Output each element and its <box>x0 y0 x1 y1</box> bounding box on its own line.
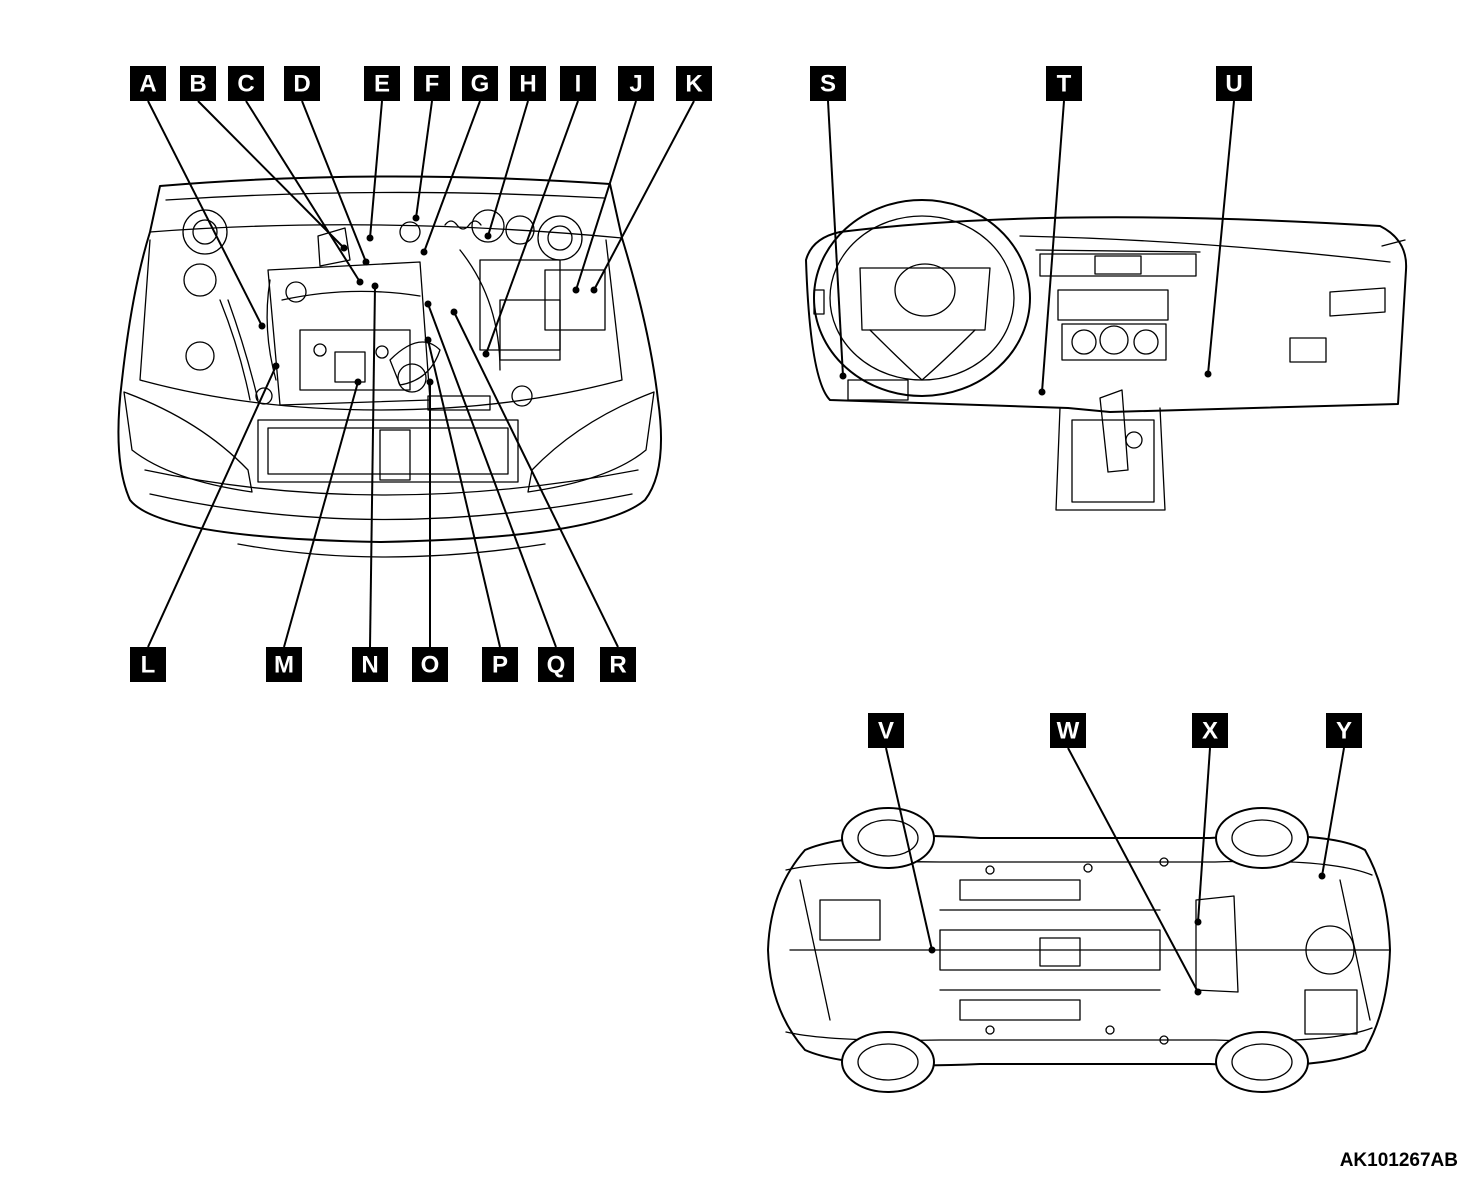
label-I: I <box>560 66 596 101</box>
label-M: M <box>266 647 302 682</box>
svg-text:H: H <box>519 71 536 98</box>
svg-text:F: F <box>425 71 440 98</box>
svg-text:T: T <box>1057 71 1072 98</box>
svg-text:I: I <box>575 71 582 98</box>
svg-text:Y: Y <box>1336 718 1352 745</box>
svg-text:C: C <box>237 71 254 98</box>
label-Q: Q <box>538 647 574 682</box>
svg-text:J: J <box>629 71 642 98</box>
label-Y: Y <box>1326 713 1362 748</box>
svg-text:K: K <box>685 71 703 98</box>
label-R: R <box>600 647 636 682</box>
svg-text:Q: Q <box>547 652 566 679</box>
label-E: E <box>364 66 400 101</box>
label-D: D <box>284 66 320 101</box>
svg-text:G: G <box>471 71 490 98</box>
label-K: K <box>676 66 712 101</box>
underbody-illustration <box>767 807 1391 1093</box>
svg-text:W: W <box>1057 718 1080 745</box>
svg-text:B: B <box>189 71 206 98</box>
svg-text:A: A <box>139 71 156 98</box>
engine-compartment-illustration <box>117 175 662 558</box>
label-L: L <box>130 647 166 682</box>
svg-text:X: X <box>1202 718 1218 745</box>
svg-text:E: E <box>374 71 390 98</box>
leader-lines <box>147 100 1345 996</box>
svg-text:N: N <box>361 652 378 679</box>
svg-text:P: P <box>492 652 508 679</box>
svg-text:L: L <box>141 652 156 679</box>
label-A: A <box>130 66 166 101</box>
svg-text:S: S <box>820 71 836 98</box>
svg-text:D: D <box>293 71 310 98</box>
reference-code: AK101267AB <box>1339 1150 1458 1171</box>
label-B: B <box>180 66 216 101</box>
label-V: V <box>868 713 904 748</box>
label-U: U <box>1216 66 1252 101</box>
label-P: P <box>482 647 518 682</box>
label-F: F <box>414 66 450 101</box>
label-H: H <box>510 66 546 101</box>
label-S: S <box>810 66 846 101</box>
label-O: O <box>412 647 448 682</box>
label-W: W <box>1050 713 1086 748</box>
label-X: X <box>1192 713 1228 748</box>
label-G: G <box>462 66 498 101</box>
svg-text:O: O <box>421 652 440 679</box>
svg-text:U: U <box>1225 71 1242 98</box>
svg-text:M: M <box>274 652 294 679</box>
label-N: N <box>352 647 388 682</box>
label-T: T <box>1046 66 1082 101</box>
svg-text:R: R <box>609 652 626 679</box>
dashboard-illustration <box>805 199 1408 511</box>
label-C: C <box>228 66 264 101</box>
label-J: J <box>618 66 654 101</box>
svg-text:V: V <box>878 718 894 745</box>
